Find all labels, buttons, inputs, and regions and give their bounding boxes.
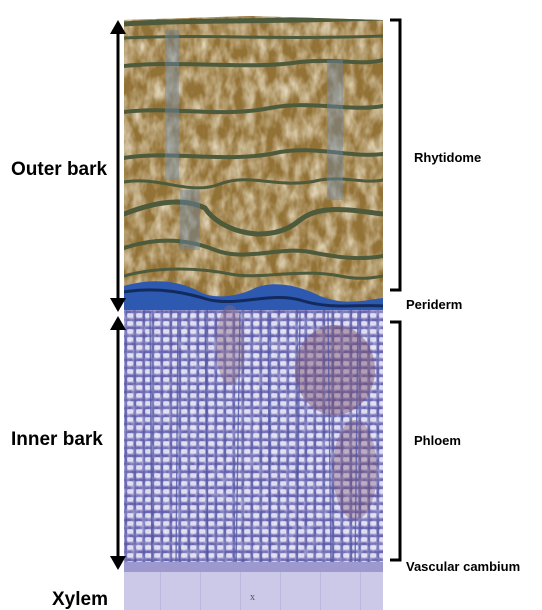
rhytidome-bracket: [390, 20, 400, 290]
micrograph: [124, 14, 384, 610]
micrograph-marker: x: [250, 592, 255, 603]
xylem-tissue: [124, 572, 384, 610]
vascular-cambium-zone: [124, 562, 384, 572]
rhytidome-label: Rhytidome: [414, 151, 481, 164]
vascular-cambium-label: Vascular cambium: [406, 560, 520, 573]
outer-bark-label: Outer bark: [11, 160, 107, 179]
periderm-label: Periderm: [406, 298, 462, 311]
inner-bark-label: Inner bark: [11, 430, 103, 449]
left-arrows: [110, 20, 126, 570]
phloem-label: Phloem: [414, 434, 461, 447]
right-brackets: [390, 20, 400, 560]
xylem-label: Xylem: [52, 590, 108, 609]
phloem-bracket: [390, 322, 400, 560]
